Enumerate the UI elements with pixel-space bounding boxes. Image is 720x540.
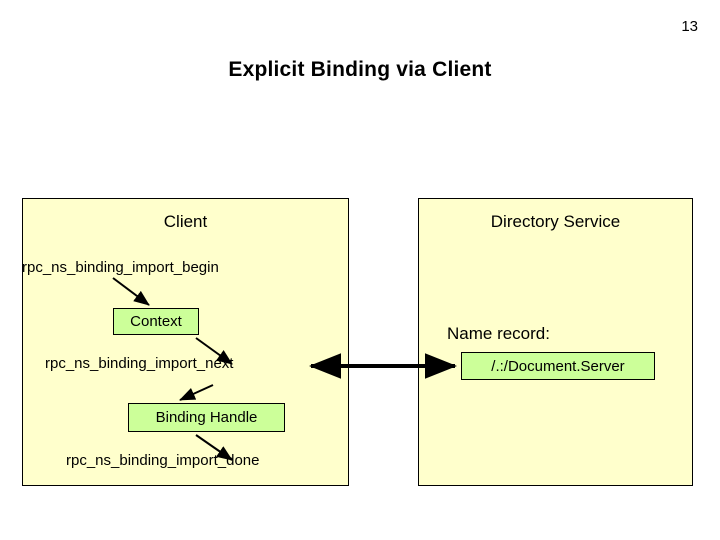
client-panel: Client — [22, 198, 349, 486]
binding-handle-box: Binding Handle — [128, 403, 285, 432]
name-record-value-box: /.:/Document.Server — [461, 352, 655, 380]
page-title: Explicit Binding via Client — [228, 58, 492, 81]
context-box: Context — [113, 308, 199, 335]
page-number: 13 — [681, 18, 698, 35]
name-record-label: Name record: — [447, 324, 550, 343]
label-rpc-ns-binding-import-done: rpc_ns_binding_import_done — [66, 452, 260, 469]
directory-service-panel: Directory Service — [418, 198, 693, 486]
client-panel-heading: Client — [163, 212, 208, 231]
label-rpc-ns-binding-import-begin: rpc_ns_binding_import_begin — [22, 259, 219, 276]
label-rpc-ns-binding-import-next: rpc_ns_binding_import_next — [45, 355, 234, 372]
directory-service-panel-heading: Directory Service — [490, 212, 621, 231]
